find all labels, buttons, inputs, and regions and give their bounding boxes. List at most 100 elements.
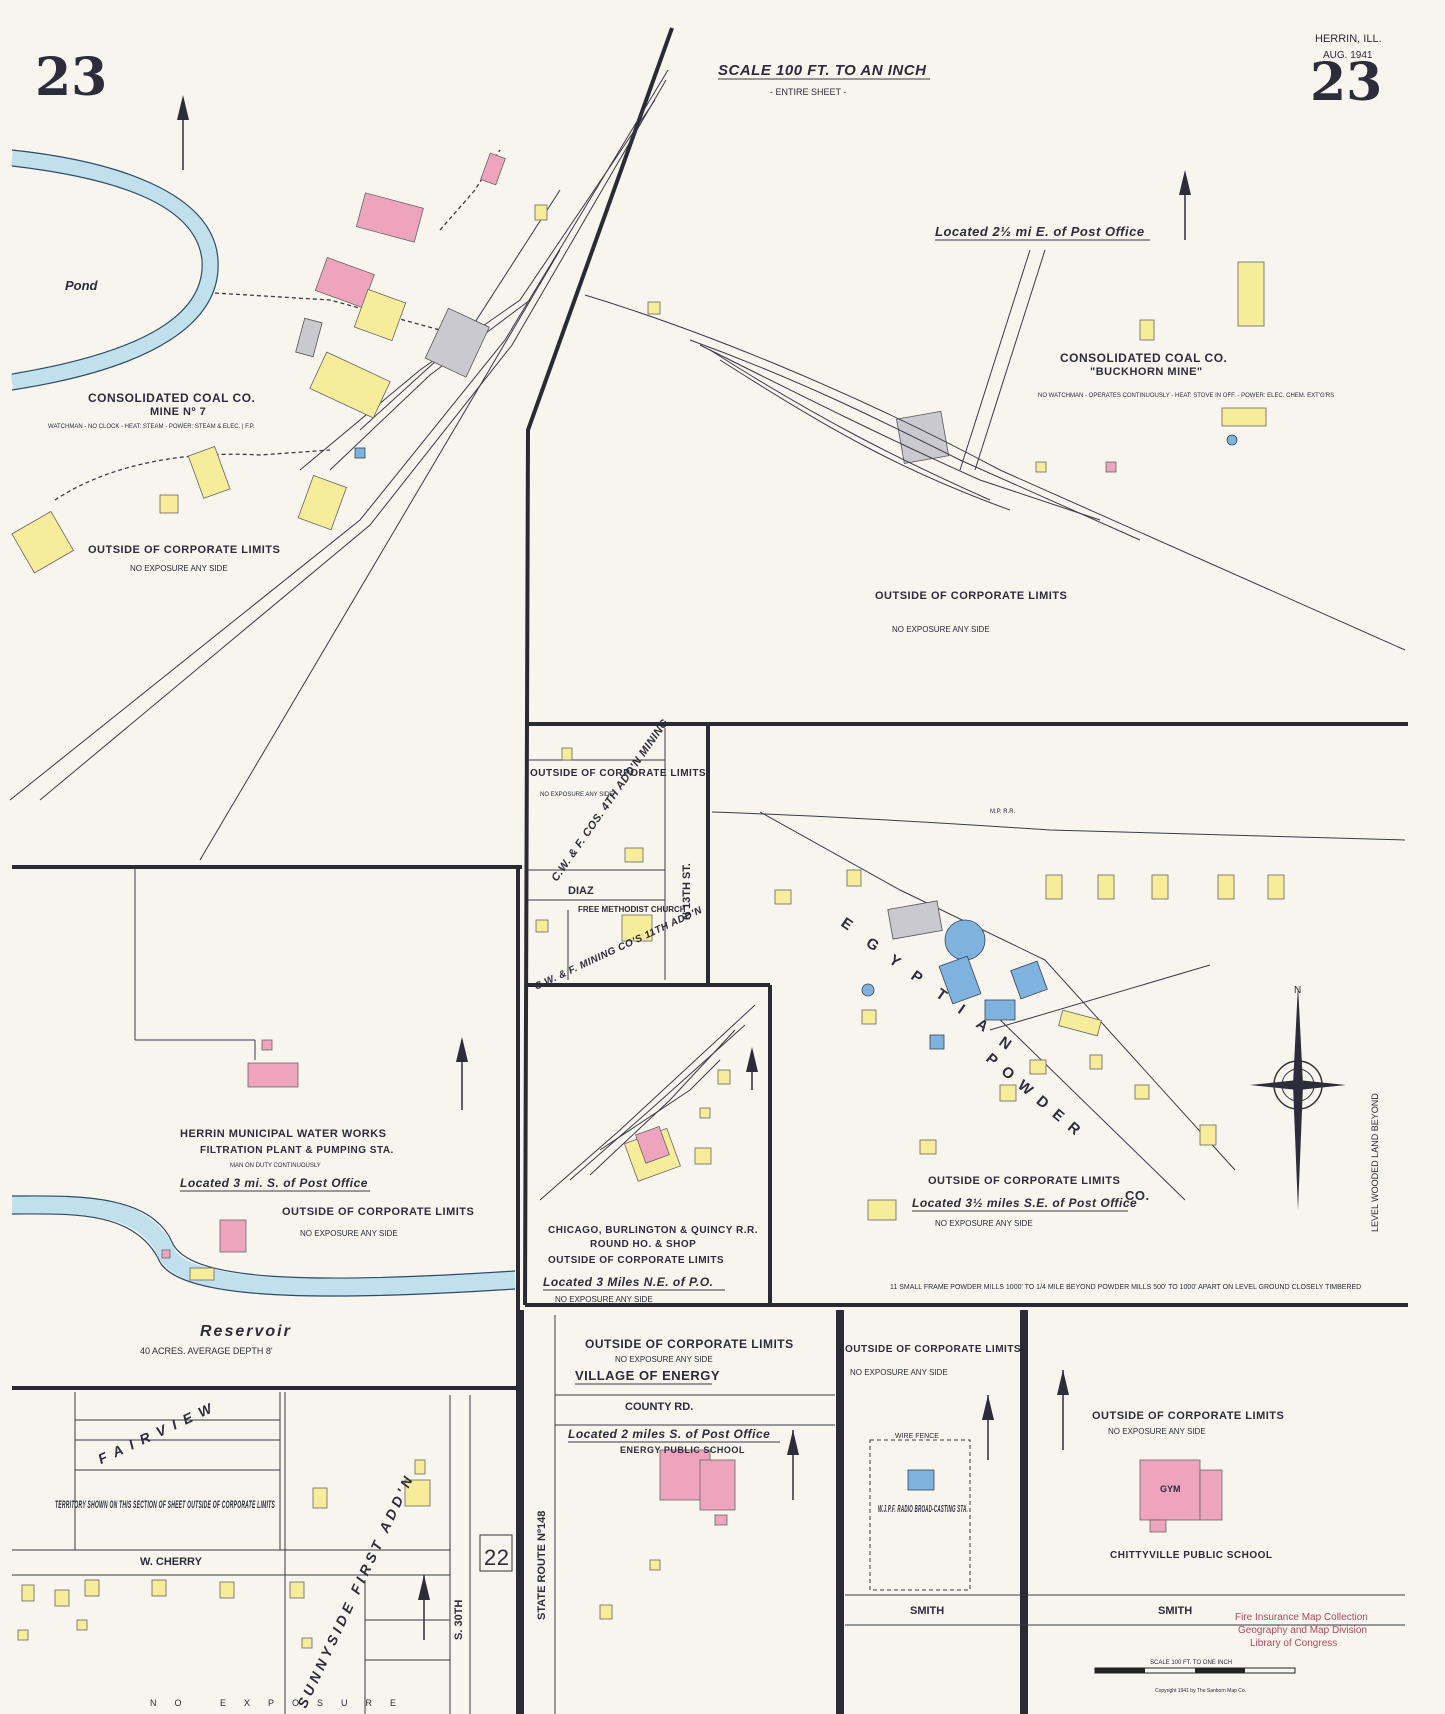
sw-territory-1: TERRITORY SHOWN ON THIS SECTION OF SHEET… <box>55 1499 275 1511</box>
building <box>1134 1084 1150 1100</box>
building <box>861 1009 877 1025</box>
building <box>647 301 661 315</box>
building <box>76 1619 88 1631</box>
ww-note: MAN ON DUTY CONTINUOUSLY <box>230 1163 321 1169</box>
nw-section: Pond CONSOLIDATED COAL CO. MINE Nº 7 <box>9 69 669 861</box>
energy-outside: OUTSIDE OF CORPORATE LIMITS <box>585 1337 794 1351</box>
powder-letter-p: P <box>908 967 926 987</box>
ww-outside: OUTSIDE OF CORPORATE LIMITS <box>282 1206 474 1218</box>
ww-sub: FILTRATION PLANT & PUMPING STA. <box>200 1145 394 1156</box>
rh-title: CHICAGO, BURLINGTON & QUINCY R.R. <box>548 1225 758 1236</box>
ct-addn1: C.W. & F. COS. 4TH ADD'N MINING <box>549 717 671 884</box>
radio-exposure: NO EXPOSURE ANY SIDE <box>850 1368 948 1377</box>
pond-label: Pond <box>65 278 99 293</box>
railroad-tracks-nw <box>9 69 669 861</box>
county-road: COUNTY RD. <box>625 1401 693 1413</box>
tank <box>861 983 875 997</box>
filtration-plant <box>247 1062 299 1088</box>
building <box>404 1479 431 1507</box>
building <box>1199 1124 1217 1146</box>
building <box>1139 319 1155 341</box>
building <box>919 1139 937 1155</box>
building <box>999 1084 1017 1102</box>
building <box>219 1581 235 1599</box>
building <box>84 1579 100 1597</box>
loc-stamp-2: Geography and Map Division <box>1238 1625 1367 1636</box>
street-n13th: N 13TH ST. <box>681 863 693 920</box>
radio-name: W.J.P.F. RADIO BROAD-CASTING STA. <box>878 1504 968 1515</box>
building <box>1149 1519 1167 1533</box>
rh-located: Located 3 Miles N.E. of P.O. <box>543 1275 714 1289</box>
building <box>161 1249 171 1259</box>
sheet-ref: 22 <box>484 1545 509 1570</box>
street-w-cherry: W. CHERRY <box>140 1556 203 1568</box>
ct-exposure: NO EXPOSURE ANY SIDE <box>540 792 613 798</box>
building <box>699 1107 711 1119</box>
building <box>353 288 407 342</box>
powder-letter-g: G <box>863 934 883 955</box>
chitty-gym: GYM <box>1160 1484 1181 1494</box>
building <box>534 204 548 221</box>
street-s-30th: S. 30TH <box>453 1600 465 1640</box>
section-frames <box>12 27 1408 1714</box>
building <box>309 351 391 419</box>
ww-exposure: NO EXPOSURE ANY SIDE <box>300 1229 398 1238</box>
north-arrow-icon <box>177 95 189 120</box>
building <box>11 510 74 574</box>
wire-fence <box>869 1439 971 1591</box>
radio-building <box>907 1469 935 1491</box>
building <box>480 152 506 186</box>
buckhorn-company: CONSOLIDATED COAL CO. <box>1060 351 1227 365</box>
building <box>1035 461 1047 473</box>
village-energy: VILLAGE OF ENERGY <box>575 1368 720 1383</box>
ne-section: Located 2½ mi E. of Post Office CONSOLID… <box>584 170 1406 651</box>
energy-section: OUTSIDE OF CORPORATE LIMITS NO EXPOSURE … <box>536 1315 835 1714</box>
scale-subtitle: - ENTIRE SHEET - <box>770 87 846 97</box>
rh-exposure: NO EXPOSURE ANY SIDE <box>555 1295 653 1304</box>
powder-section: M.P. R.R. E G Y P T I A N PO <box>711 809 1406 1291</box>
tipple-building <box>424 307 490 378</box>
svg-text:N: N <box>1294 985 1301 996</box>
powder-letter-y: Y <box>886 951 904 971</box>
building <box>1029 1059 1047 1075</box>
north-arrow-icon <box>746 1047 758 1072</box>
ww-title: HERRIN MUNICIPAL WATER WORKS <box>180 1128 387 1140</box>
powder-letter-t: T <box>933 985 951 1004</box>
powder-side-note: LEVEL WOODED LAND BEYOND <box>1370 1093 1380 1232</box>
building <box>355 192 424 243</box>
compass-rose-icon: N <box>1250 985 1346 1210</box>
building <box>1097 874 1115 900</box>
building <box>301 1637 313 1649</box>
nw-outside-limits: OUTSIDE OF CORPORATE LIMITS <box>88 544 280 556</box>
tipple-building <box>896 410 950 464</box>
powder-letter-i: I <box>955 1001 969 1018</box>
street-smith-2: SMITH <box>1158 1605 1192 1617</box>
building <box>938 955 982 1005</box>
loc-stamp-3: Library of Congress <box>1250 1638 1337 1649</box>
buckhorn-notes: NO WATCHMAN - OPERATES CONTINUOUSLY - HE… <box>1038 393 1334 399</box>
building <box>21 1584 35 1602</box>
mine7-notes: WATCHMAN - NO CLOCK - HEAT: STEAM - POWE… <box>48 424 255 430</box>
reservoir-label: Reservoir <box>200 1323 292 1340</box>
building <box>1045 874 1063 900</box>
building <box>694 1147 712 1165</box>
building <box>289 1581 305 1599</box>
footer-scale-label: SCALE 100 FT. TO ONE INCH <box>1150 1660 1232 1666</box>
building <box>151 1579 167 1597</box>
sheet-ref-box <box>479 1534 513 1572</box>
sheet-number-left: 23 <box>35 47 107 108</box>
powder-exposure: NO EXPOSURE ANY SIDE <box>935 1219 1033 1228</box>
copyright: Copyright 1941 by The Sanborn Map Co. <box>1155 1688 1246 1694</box>
sw-section: FAIRVIEW SUNNYSIDE FIRST ADD'N TERRITORY… <box>12 1392 513 1714</box>
building <box>312 1487 328 1509</box>
building <box>414 1459 426 1475</box>
building <box>717 1069 731 1085</box>
building <box>261 1039 273 1051</box>
building <box>624 847 644 863</box>
building <box>714 1514 728 1526</box>
scale-title: SCALE 100 FT. TO AN INCH <box>718 62 927 79</box>
powder-co: CO. <box>1125 1188 1150 1203</box>
building <box>846 869 862 887</box>
ne-exposure: NO EXPOSURE ANY SIDE <box>892 625 990 634</box>
